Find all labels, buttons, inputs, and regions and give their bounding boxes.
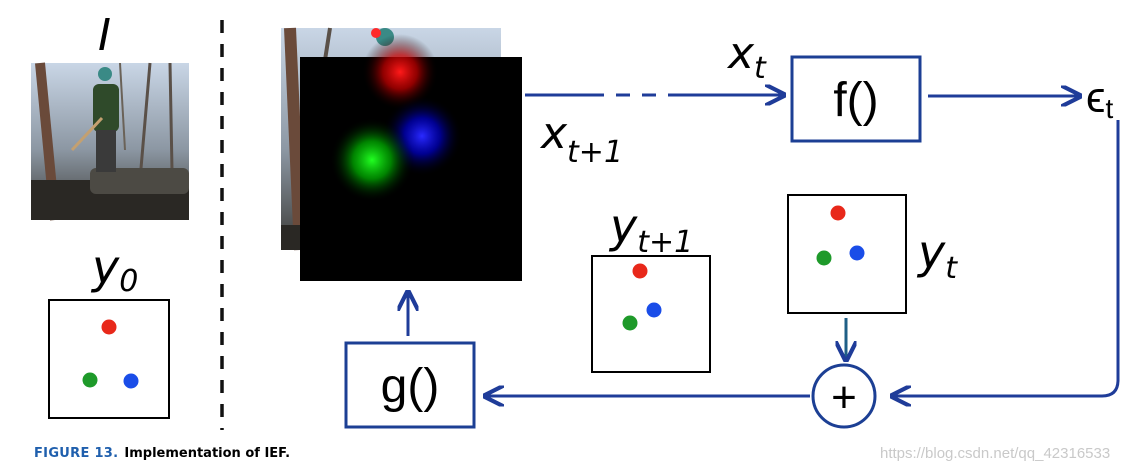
epsilon-label: ϵt xyxy=(1086,73,1113,124)
figure-caption-text: Implementation of IEF. xyxy=(124,446,291,461)
yt-label: yt xyxy=(916,225,958,286)
y0-label: y0 xyxy=(90,240,138,299)
g-function-box xyxy=(344,341,476,429)
yt-keypoint-box xyxy=(787,194,907,314)
plus-node xyxy=(811,363,877,429)
y0-blue-keypoint xyxy=(123,373,139,389)
figure-caption: FIGURE 13. Implementation of IEF. xyxy=(34,446,290,461)
yt1-red-keypoint xyxy=(632,263,648,279)
yt-green-keypoint xyxy=(816,250,832,266)
input-image xyxy=(31,62,189,221)
xt-label: xt xyxy=(726,28,767,86)
y0-red-keypoint xyxy=(101,319,117,335)
plus-label: + xyxy=(831,373,857,422)
g-function-label: g() xyxy=(381,360,440,413)
heatmap-layer xyxy=(300,34,522,281)
yt1-label: yt+1 xyxy=(608,199,693,260)
f-function-box xyxy=(790,55,922,143)
y0-green-keypoint xyxy=(82,372,98,388)
xt1-label: xt+1 xyxy=(539,108,623,170)
image-label: I xyxy=(98,10,111,61)
yt1-green-keypoint xyxy=(622,315,638,331)
yt-blue-keypoint xyxy=(849,245,865,261)
watermark-text: https://blog.csdn.net/qq_42316533 xyxy=(880,445,1111,462)
figure-number: FIGURE 13. xyxy=(34,446,119,461)
f-function-label: f() xyxy=(833,74,878,127)
yt1-blue-keypoint xyxy=(646,302,662,318)
yt-red-keypoint xyxy=(830,205,846,221)
y0-keypoint-box xyxy=(48,299,170,419)
epsilon-to-plus-arrow xyxy=(892,120,1120,396)
